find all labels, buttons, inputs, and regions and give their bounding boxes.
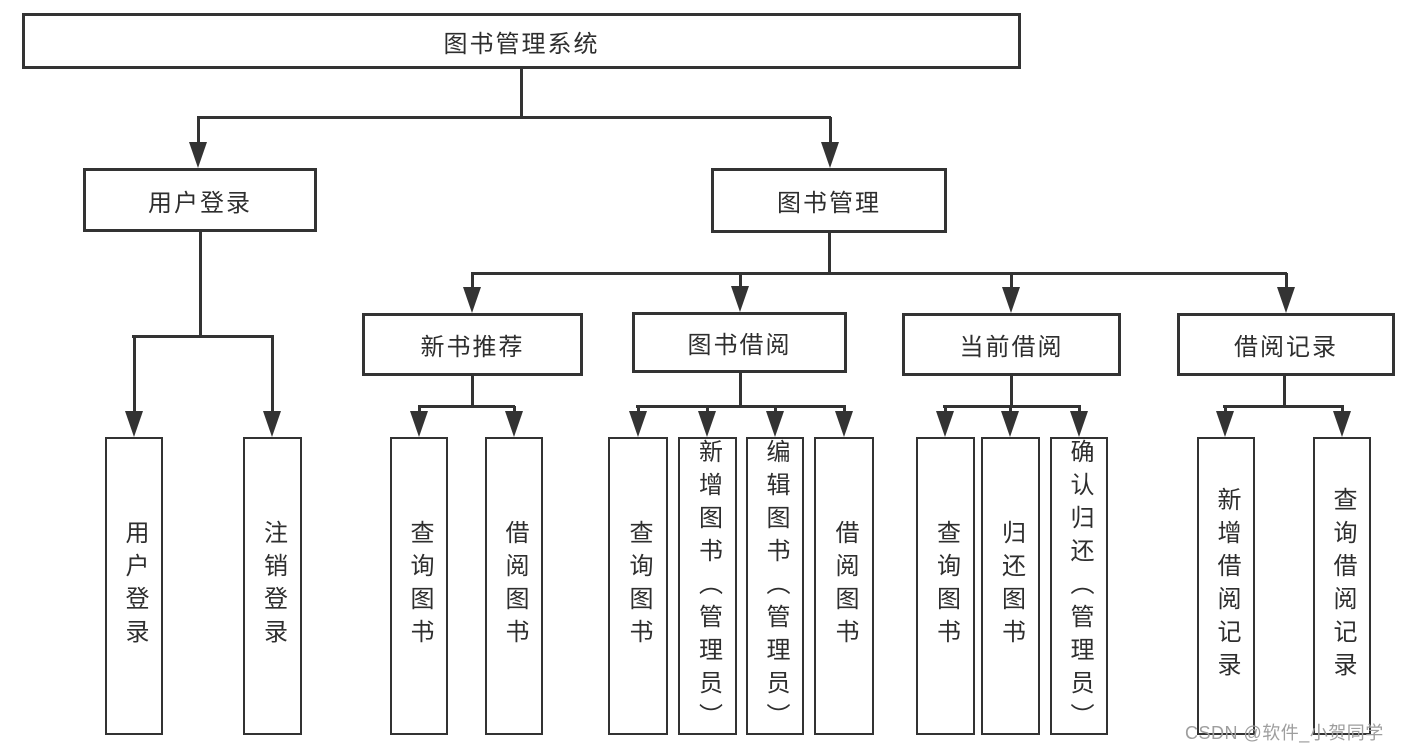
connector-h-line [471, 271, 1287, 275]
connector-v-line [132, 336, 136, 417]
arrowhead-down-icon [629, 411, 647, 437]
arrowhead-down-icon [698, 411, 716, 437]
arrowhead-down-icon [263, 411, 281, 437]
node-book-borrowing: 图书借阅 [632, 312, 847, 373]
node-borrowing-records: 借阅记录 [1177, 313, 1395, 376]
leaf-logout: 注销登录 [243, 437, 302, 735]
connector-v-line [519, 69, 523, 119]
leaf-query-books-current: 查询图书 [916, 437, 975, 735]
arrowhead-down-icon [189, 142, 207, 168]
leaf-return-books: 归还图书 [981, 437, 1040, 735]
leaf-confirm-return-admin: 确认归还（管理员） [1050, 437, 1108, 736]
node-book-management: 图书管理 [711, 168, 947, 233]
node-new-book-recommendation: 新书推荐 [362, 313, 583, 376]
leaf-user-login: 用户登录 [105, 437, 163, 735]
arrowhead-down-icon [1002, 287, 1020, 313]
connector-v-line [198, 232, 202, 338]
node-user-login: 用户登录 [83, 168, 317, 232]
connector-h-line [197, 115, 831, 119]
leaf-query-books-borrow: 查询图书 [608, 437, 668, 735]
arrowhead-down-icon [766, 411, 784, 437]
node-library-management-system: 图书管理系统 [22, 13, 1021, 69]
connector-v-line [1282, 376, 1286, 408]
leaf-query-books-recommend: 查询图书 [390, 437, 448, 735]
arrowhead-down-icon [1001, 411, 1019, 437]
connector-v-line [738, 273, 742, 292]
arrowhead-down-icon [463, 287, 481, 313]
connector-h-line [636, 404, 846, 408]
arrowhead-down-icon [936, 411, 954, 437]
arrowhead-down-icon [821, 142, 839, 168]
leaf-add-borrow-record: 新增借阅记录 [1197, 437, 1255, 735]
arrowhead-down-icon [1333, 411, 1351, 437]
arrowhead-down-icon [410, 411, 428, 437]
leaf-add-books-admin: 新增图书（管理员） [678, 437, 737, 736]
arrowhead-down-icon [125, 411, 143, 437]
leaf-edit-books-admin: 编辑图书（管理员） [746, 437, 804, 736]
connector-v-line [1009, 376, 1013, 408]
leaf-query-borrow-record: 查询借阅记录 [1313, 437, 1371, 735]
connector-v-line [738, 373, 742, 408]
arrowhead-down-icon [835, 411, 853, 437]
arrowhead-down-icon [1070, 411, 1088, 437]
connector-v-line [470, 273, 474, 293]
arrowhead-down-icon [1216, 411, 1234, 437]
connector-v-line [1284, 273, 1288, 293]
leaf-borrow-books: 借阅图书 [814, 437, 874, 735]
connector-v-line [828, 117, 832, 148]
connector-h-line [132, 334, 274, 338]
connector-v-line [196, 117, 200, 148]
connector-v-line [827, 233, 831, 275]
connector-h-line [943, 404, 1081, 408]
connector-v-line [1009, 273, 1013, 293]
connector-h-line [418, 404, 515, 408]
arrowhead-down-icon [1277, 287, 1295, 313]
connector-v-line [270, 336, 274, 417]
node-current-borrowing: 当前借阅 [902, 313, 1121, 376]
leaf-borrow-books-recommend: 借阅图书 [485, 437, 543, 735]
arrowhead-down-icon [505, 411, 523, 437]
connector-h-line [1223, 404, 1344, 408]
arrowhead-down-icon [731, 286, 749, 312]
connector-v-line [470, 376, 474, 408]
csdn-watermark: CSDN @软件_小贺同学 [1185, 723, 1384, 743]
